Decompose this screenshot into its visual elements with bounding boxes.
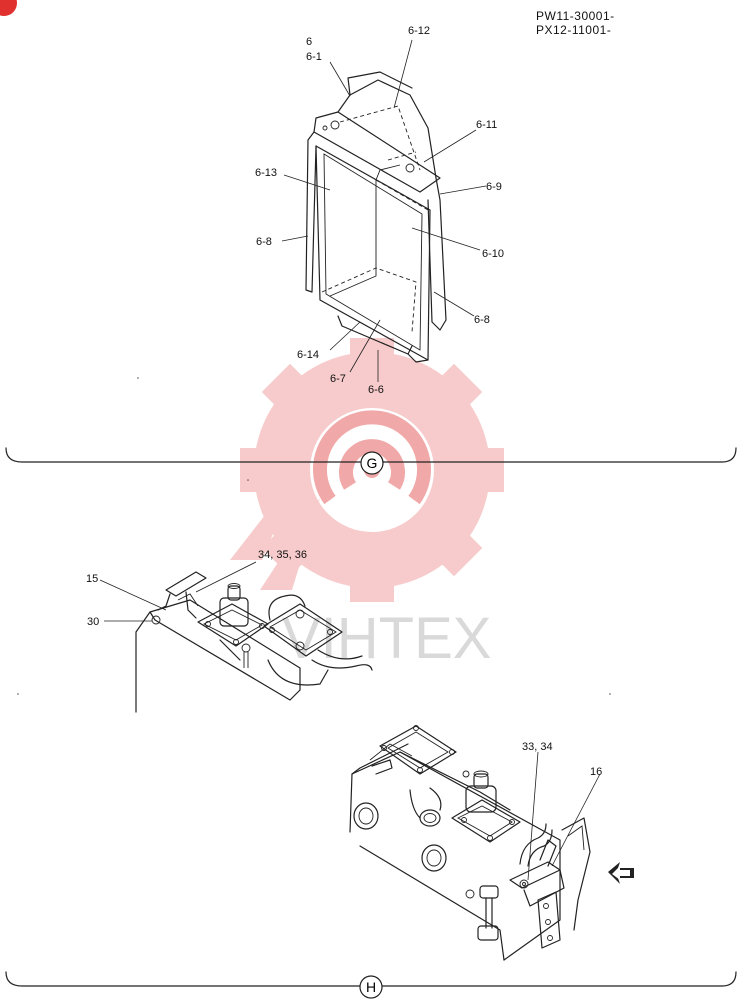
- callout-6-9: 6-9: [486, 181, 502, 193]
- section-divider-h: [5, 971, 737, 999]
- callout-6-8-left: 6-8: [256, 236, 272, 248]
- scan-speck: [247, 479, 249, 481]
- callout-6-8-right: 6-8: [474, 314, 490, 326]
- watermark-text: VIHTEX: [282, 606, 492, 671]
- section-label-h: H: [366, 979, 376, 995]
- callout-16: 16: [590, 766, 602, 778]
- callout-33-34: 33, 34: [522, 741, 553, 753]
- top-leader-lines: [281, 39, 487, 382]
- serial-number-2: PX12-11001-: [536, 23, 612, 37]
- callout-6-6: 6-6: [368, 384, 384, 396]
- scan-speck: [137, 377, 139, 379]
- middle-leader-lines: [99, 561, 257, 622]
- shroud-assembly-drawing: [305, 71, 447, 363]
- corner-badge-icon: [0, 0, 17, 16]
- tank-top-drawing: [135, 571, 373, 713]
- callout-6-1: 6-1: [306, 51, 322, 63]
- watermark-gear-icon: [230, 338, 504, 602]
- callout-34-35-36: 34, 35, 36: [258, 549, 307, 561]
- callout-6-10: 6-10: [482, 248, 504, 260]
- callout-6-11: 6-11: [476, 119, 497, 131]
- tank-filler-assembly-drawing: [349, 725, 591, 961]
- callout-6-12: 6-12: [408, 25, 430, 37]
- serial-number-1: PW11-30001-: [536, 9, 615, 23]
- direction-arrow-icon: [608, 862, 634, 884]
- callout-30: 30: [87, 616, 99, 628]
- callout-6-13: 6-13: [255, 167, 277, 179]
- callout-6-7: 6-7: [330, 373, 346, 385]
- scan-speck: [17, 693, 19, 695]
- callout-6-14: 6-14: [297, 349, 319, 361]
- scan-speck: [609, 693, 611, 695]
- section-divider-g: [5, 447, 737, 475]
- callout-6: 6: [306, 36, 312, 48]
- section-label-g: G: [367, 455, 378, 471]
- callout-15: 15: [86, 573, 98, 585]
- bottom-leader-lines: [527, 751, 601, 881]
